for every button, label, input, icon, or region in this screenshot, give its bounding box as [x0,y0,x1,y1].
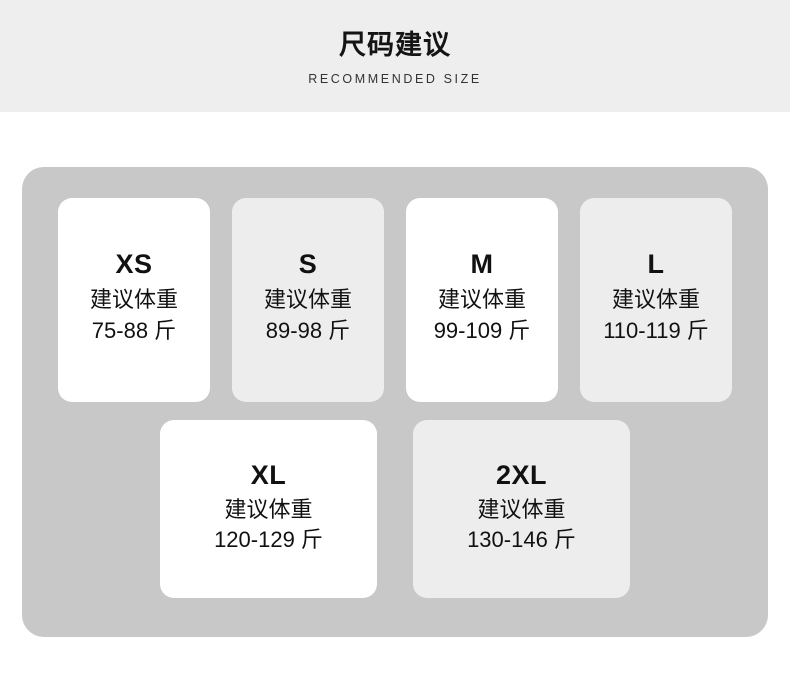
size-card-l: L 建议体重 110-119 斤 [580,198,732,402]
size-label: XL [250,459,287,490]
weight-range: 75-88 斤 [91,317,177,343]
weight-range: 99-109 斤 [433,317,531,343]
size-card-m: M 建议体重 99-109 斤 [406,198,558,402]
size-card-xs: XS 建议体重 75-88 斤 [58,198,210,402]
weight-note-label: 建议体重 [477,496,566,522]
page-header: 尺码建议 RECOMMENDED SIZE [0,0,790,112]
weight-note-label: 建议体重 [263,287,352,313]
size-row-bottom: XL 建议体重 120-129 斤 2XL 建议体重 130-146 斤 [41,420,749,598]
weight-range: 89-98 斤 [265,317,351,343]
weight-note-label: 建议体重 [437,287,526,313]
size-label: XS [115,249,153,280]
size-row-top: XS 建议体重 75-88 斤 S 建议体重 89-98 斤 M 建议体重 99… [41,198,749,402]
weight-range: 110-119 斤 [603,317,709,343]
weight-note-label: 建议体重 [89,287,178,313]
size-chart-panel: XS 建议体重 75-88 斤 S 建议体重 89-98 斤 M 建议体重 99… [22,167,768,637]
weight-note-label: 建议体重 [611,287,700,313]
weight-range: 130-146 斤 [467,527,576,553]
size-label: 2XL [495,459,548,490]
size-card-s: S 建议体重 89-98 斤 [232,198,384,402]
size-card-2xl: 2XL 建议体重 130-146 斤 [413,420,630,598]
size-label: L [647,249,665,280]
weight-range: 120-129 斤 [214,527,323,553]
weight-note-label: 建议体重 [224,496,313,522]
size-label: M [470,249,494,280]
panel-container: XS 建议体重 75-88 斤 S 建议体重 89-98 斤 M 建议体重 99… [0,112,790,690]
page-subtitle: RECOMMENDED SIZE [308,72,482,87]
page-title: 尺码建议 [339,29,451,60]
size-card-xl: XL 建议体重 120-129 斤 [160,420,377,598]
size-label: S [298,249,318,280]
